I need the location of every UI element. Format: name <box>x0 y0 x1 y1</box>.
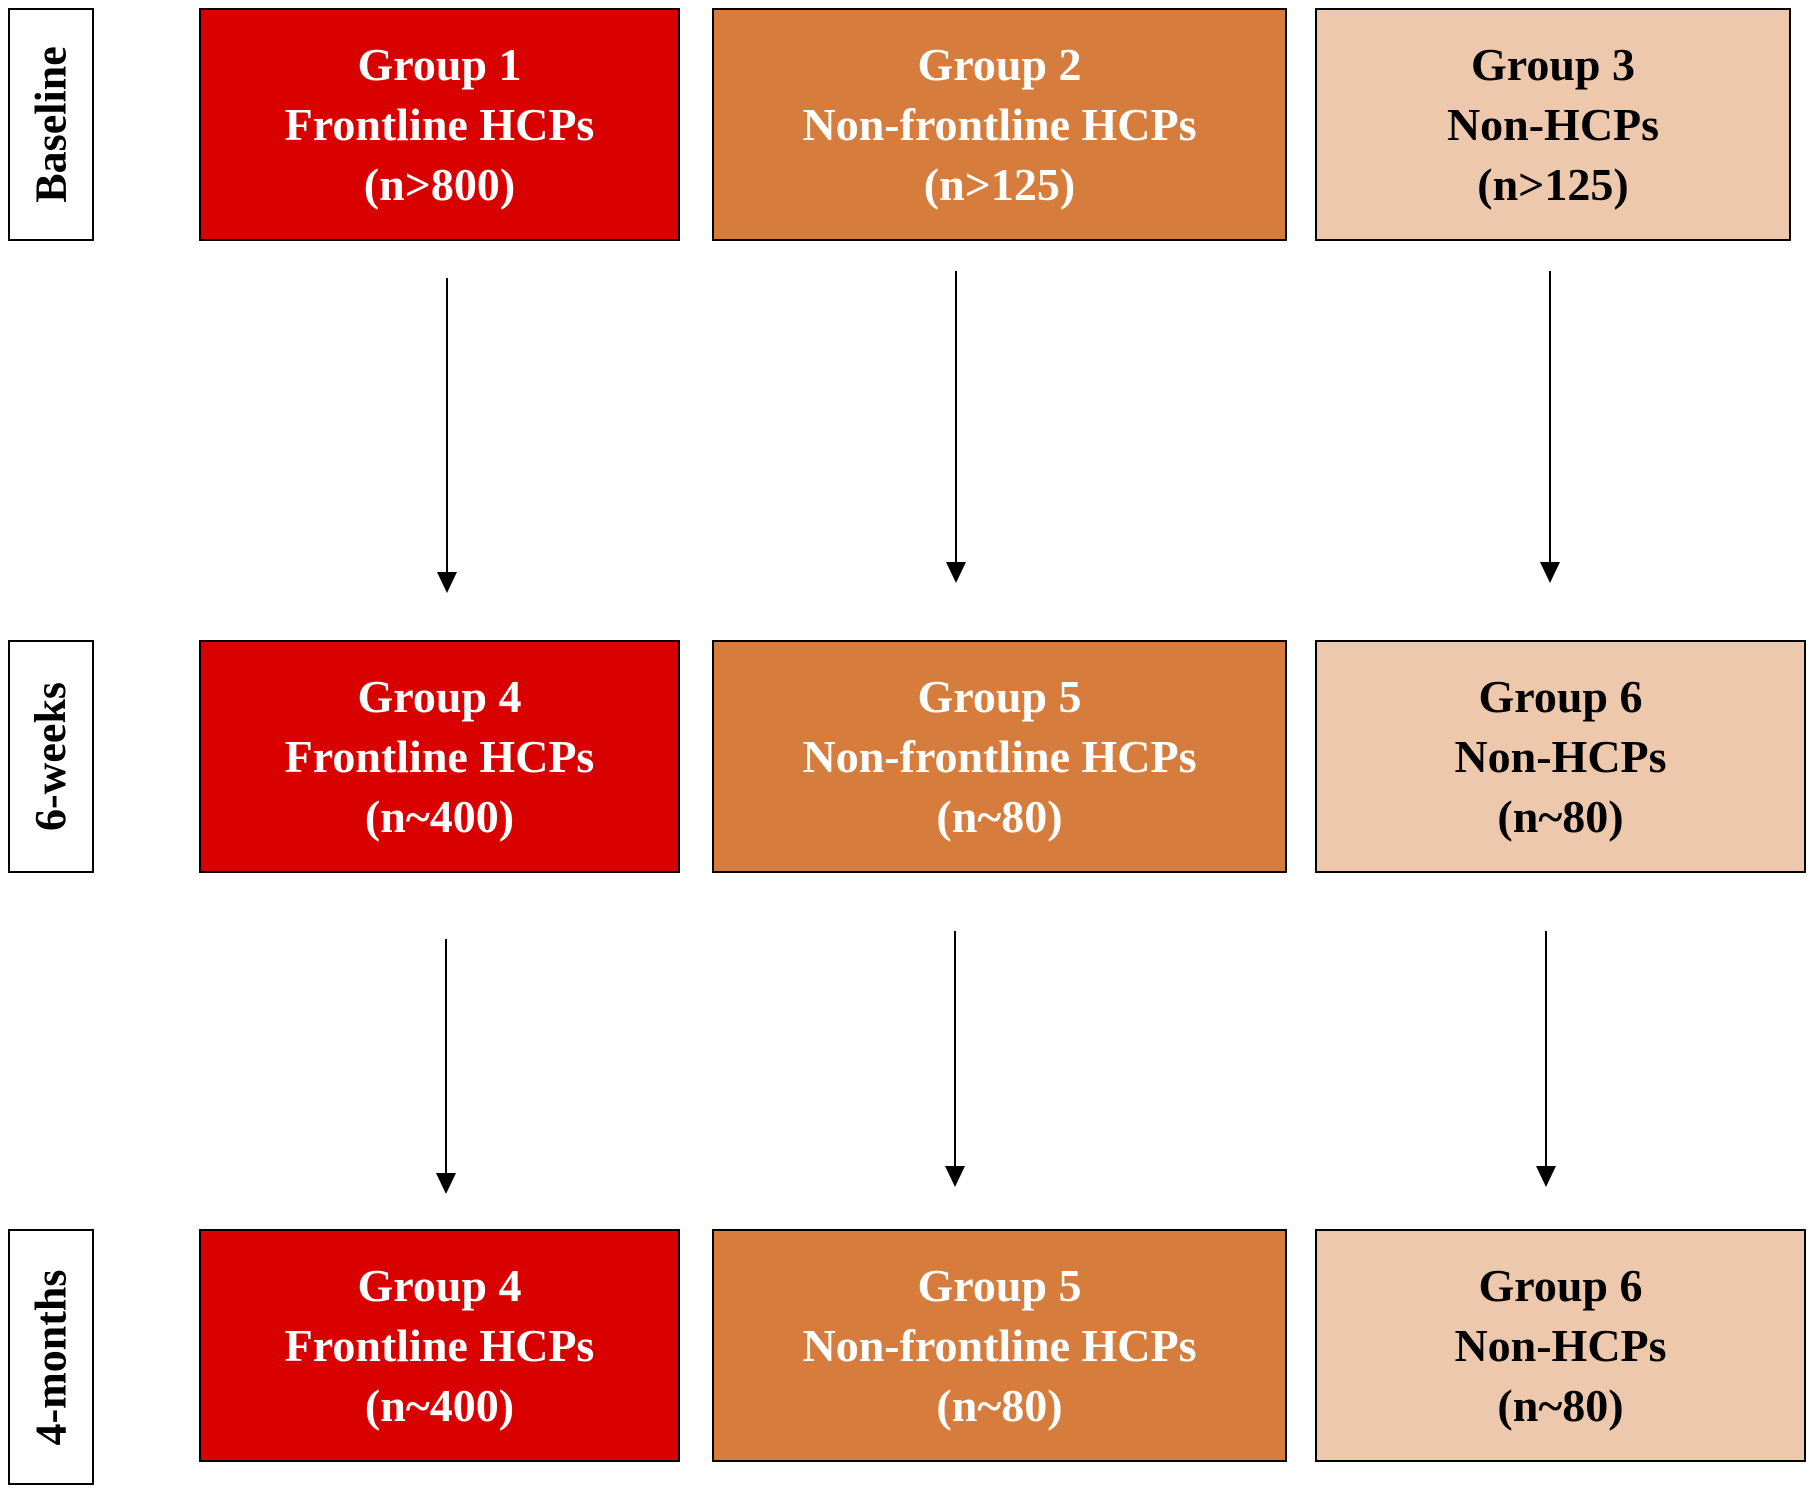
group-name: Group 6 <box>1478 670 1643 722</box>
arrow-group-1-to-group-4 <box>437 278 457 593</box>
arrow-group-5-to-group-5 <box>945 931 965 1187</box>
group-name: Group 4 <box>357 1259 522 1311</box>
group-count: (n~80) <box>936 1379 1063 1431</box>
group-box-group-2: Group 2 Non-frontline HCPs (n>125) <box>712 8 1287 241</box>
group-count: (n~400) <box>364 790 515 842</box>
group-category: Non-HCPs <box>1454 730 1667 782</box>
group-box-group-4-6-weeks: Group 4 Frontline HCPs (n~400) <box>199 640 680 873</box>
group-box-group-3: Group 3 Non-HCPs (n>125) <box>1315 8 1791 241</box>
arrow-group-2-to-group-5 <box>946 271 966 583</box>
group-category: Non-frontline HCPs <box>802 1319 1197 1371</box>
group-category: Frontline HCPs <box>284 730 595 782</box>
group-box-group-6-4-months: Group 6 Non-HCPs (n~80) <box>1315 1229 1806 1462</box>
group-name: Group 6 <box>1478 1259 1643 1311</box>
group-name: Group 1 <box>357 38 522 90</box>
stage-label-baseline: Baseline <box>8 8 94 241</box>
group-category: Non-HCPs <box>1446 98 1660 150</box>
group-category: Frontline HCPs <box>284 1319 595 1371</box>
group-category: Non-HCPs <box>1454 1319 1667 1371</box>
group-count: (n~80) <box>936 790 1063 842</box>
group-box-group-5-6-weeks: Group 5 Non-frontline HCPs (n~80) <box>712 640 1287 873</box>
stage-label-4-months: 4-months <box>8 1229 94 1485</box>
group-category: Non-frontline HCPs <box>802 730 1197 782</box>
group-box-group-1: Group 1 Frontline HCPs (n>800) <box>199 8 680 241</box>
group-name: Group 4 <box>357 670 522 722</box>
arrow-group-3-to-group-6 <box>1540 271 1560 583</box>
group-box-group-5-4-months: Group 5 Non-frontline HCPs (n~80) <box>712 1229 1287 1462</box>
group-name: Group 5 <box>917 670 1082 722</box>
group-category: Frontline HCPs <box>284 98 595 150</box>
group-count: (n~400) <box>364 1379 515 1431</box>
group-box-group-4-4-months: Group 4 Frontline HCPs (n~400) <box>199 1229 680 1462</box>
group-name: Group 5 <box>917 1259 1082 1311</box>
group-count: (n>800) <box>363 158 516 210</box>
group-box-group-6-6-weeks: Group 6 Non-HCPs (n~80) <box>1315 640 1806 873</box>
stage-label-6-weeks: 6-weeks <box>8 640 94 873</box>
arrow-group-4-to-group-4 <box>436 939 456 1194</box>
group-count: (n>125) <box>923 158 1076 210</box>
group-count: (n>125) <box>1477 158 1629 210</box>
group-name: Group 3 <box>1470 38 1636 90</box>
group-name: Group 2 <box>917 38 1082 90</box>
group-count: (n~80) <box>1497 1379 1624 1431</box>
arrow-group-6-to-group-6 <box>1536 931 1556 1187</box>
group-count: (n~80) <box>1497 790 1624 842</box>
group-category: Non-frontline HCPs <box>802 98 1197 150</box>
